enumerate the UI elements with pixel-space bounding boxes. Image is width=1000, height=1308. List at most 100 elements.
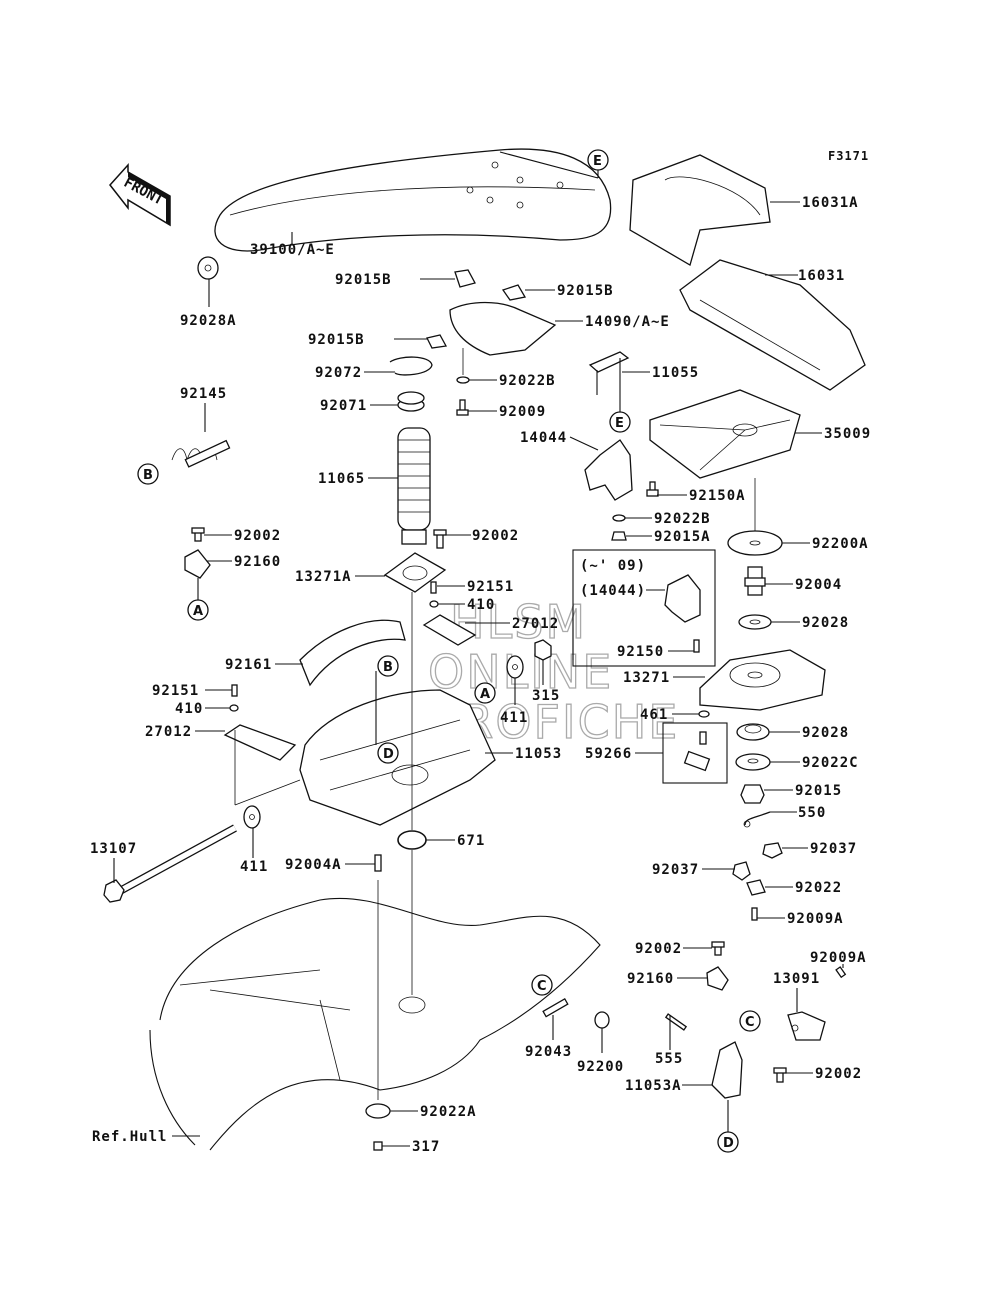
part-315[interactable]	[534, 639, 552, 661]
svg-text:E: E	[615, 416, 624, 431]
part-550[interactable]	[743, 811, 771, 828]
label-92160-1: 92160	[234, 554, 281, 570]
label-11053A: 11053A	[625, 1078, 682, 1094]
part-92151-2[interactable]	[231, 684, 238, 697]
part-92145[interactable]	[171, 439, 231, 468]
label-92037-2: 92037	[652, 862, 699, 878]
part-14090[interactable]	[449, 301, 557, 356]
part-92028-2[interactable]	[736, 723, 770, 741]
part-92002-1[interactable]	[191, 527, 205, 542]
label-59266: 59266	[585, 746, 632, 762]
part-92150A[interactable]	[646, 481, 659, 497]
part-92015B-1[interactable]	[454, 269, 476, 288]
label-13091: 13091	[773, 971, 820, 987]
part-92200[interactable]	[594, 1011, 610, 1029]
part-13271A[interactable]	[383, 552, 447, 593]
label-92022C: 92022C	[802, 755, 859, 771]
label-410-2: 410	[175, 701, 203, 717]
label-92015: 92015	[795, 783, 842, 799]
label-35009: 35009	[824, 426, 871, 442]
part-27012-2[interactable]	[223, 724, 297, 761]
part-92022B-2[interactable]	[612, 514, 626, 522]
part-92037-1[interactable]	[762, 842, 783, 859]
part-59266[interactable]	[662, 722, 728, 784]
part-461[interactable]	[698, 710, 710, 718]
part-92022B-1[interactable]	[456, 376, 470, 384]
part-11053A[interactable]	[711, 1041, 743, 1099]
part-92043[interactable]	[542, 998, 569, 1018]
part-92160-1[interactable]	[184, 549, 211, 579]
part-35009[interactable]	[649, 389, 801, 479]
part-92161[interactable]	[299, 619, 406, 687]
part-92160-2[interactable]	[706, 966, 729, 991]
label-92028-1: 92028	[802, 615, 849, 631]
label-16031: 16031	[798, 268, 845, 284]
label-92071: 92071	[320, 398, 367, 414]
part-92071[interactable]	[397, 391, 425, 412]
part-27012-1[interactable]	[422, 614, 477, 646]
part-92015B-3[interactable]	[426, 334, 448, 349]
part-92028-1[interactable]	[738, 614, 772, 630]
part-92037-2[interactable]	[732, 861, 751, 881]
part-92015[interactable]	[740, 784, 765, 804]
front-arrow-icon: FRONT	[109, 163, 171, 227]
part-555[interactable]	[664, 1013, 688, 1031]
label-92002-3: 92002	[635, 941, 682, 957]
figure-id: F3171	[828, 149, 869, 163]
label-92022B-2: 92022B	[654, 511, 711, 527]
label-92151-2: 92151	[152, 683, 199, 699]
label-92002-4: 92002	[815, 1066, 862, 1082]
part-92022C[interactable]	[735, 753, 771, 771]
part-92028A[interactable]	[197, 256, 219, 280]
part-92072[interactable]	[389, 356, 433, 376]
part-671[interactable]	[397, 830, 427, 850]
svg-text:A: A	[480, 687, 490, 702]
part-92004[interactable]	[744, 566, 766, 596]
svg-text:C: C	[537, 979, 547, 994]
label-92022B-1: 92022B	[499, 373, 556, 389]
label-92009: 92009	[499, 404, 546, 420]
ref-circle-B-1: B	[137, 463, 159, 485]
part-13091[interactable]	[787, 1011, 826, 1041]
label-92037-1: 92037	[810, 841, 857, 857]
part-92002-3[interactable]	[711, 941, 725, 956]
label-92015B-3: 92015B	[308, 332, 365, 348]
part-92002-4[interactable]	[773, 1067, 787, 1083]
part-92009A-1[interactable]	[751, 907, 758, 921]
part-411-1[interactable]	[506, 655, 524, 679]
part-14044[interactable]	[584, 439, 633, 501]
label-92009A-1: 92009A	[787, 911, 844, 927]
label-92150A: 92150A	[689, 488, 746, 504]
part-92004A[interactable]	[374, 854, 382, 872]
label-410-1: 410	[467, 597, 495, 613]
label-14090: 14090/A~E	[585, 314, 670, 330]
part-92022[interactable]	[746, 879, 766, 896]
ref-circle-B-2: B	[377, 655, 399, 677]
label-92002-2: 92002	[472, 528, 519, 544]
part-92151-1[interactable]	[430, 581, 437, 594]
ref-circle-D-2: D	[717, 1131, 739, 1153]
part-13107[interactable]	[103, 824, 237, 903]
label-13107: 13107	[90, 841, 137, 857]
part-317[interactable]	[373, 1141, 383, 1151]
part-16031[interactable]	[679, 259, 866, 391]
part-92015A[interactable]	[611, 531, 627, 541]
part-92009A-2[interactable]	[835, 966, 847, 979]
part-92022A[interactable]	[365, 1103, 391, 1119]
label-39100: 39100/A~E	[250, 242, 335, 258]
part-92009[interactable]	[456, 399, 469, 416]
label-92022: 92022	[795, 880, 842, 896]
variant-box-part: (14044)	[580, 583, 646, 599]
part-39100-seat[interactable]	[214, 148, 612, 252]
part-410-2[interactable]	[229, 704, 239, 712]
part-92002-2[interactable]	[433, 529, 447, 549]
part-410-1[interactable]	[429, 600, 439, 608]
part-92200A[interactable]	[727, 530, 783, 556]
part-11055[interactable]	[588, 351, 630, 395]
part-411-2[interactable]	[243, 805, 261, 829]
variant-box-bolt: 92150	[617, 644, 664, 660]
part-16031A[interactable]	[629, 154, 771, 266]
part-13271[interactable]	[699, 649, 826, 711]
part-92015B-2[interactable]	[501, 284, 527, 301]
part-11065[interactable]	[397, 427, 431, 545]
